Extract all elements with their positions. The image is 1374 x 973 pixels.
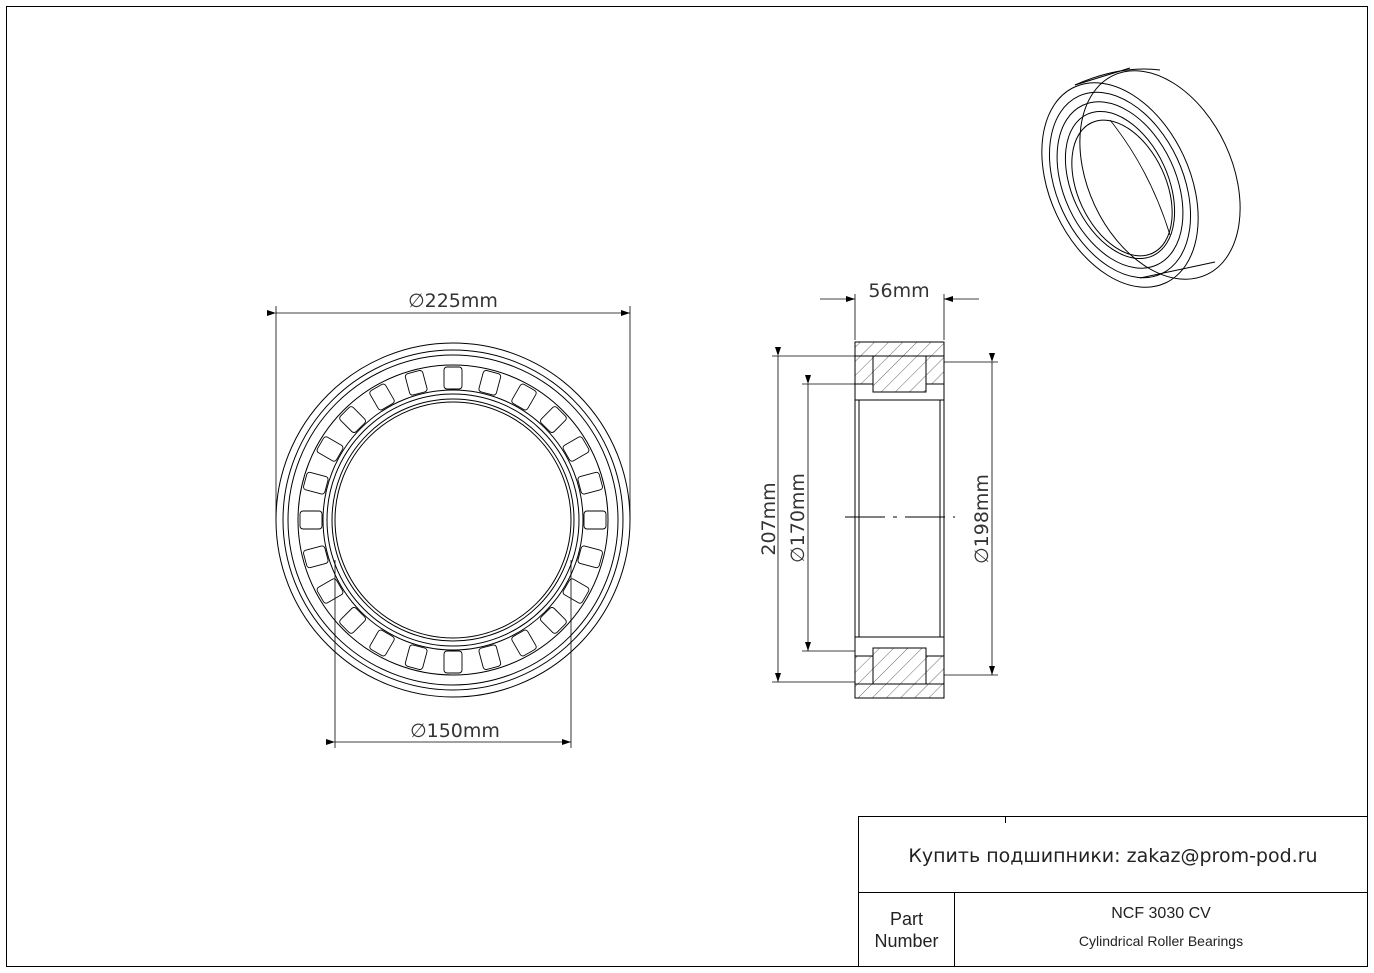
roller xyxy=(316,578,344,604)
roller xyxy=(562,436,590,462)
section-view xyxy=(845,341,955,699)
bore-circle xyxy=(334,401,572,639)
title-block-contact-row: Купить подшипники: zakaz@prom-pod.ru xyxy=(859,817,1367,893)
bottom-roller-section xyxy=(872,647,927,685)
roller xyxy=(577,471,603,495)
title-block-tick xyxy=(1005,817,1006,823)
dim-inner-race-diameter: ∅170mm xyxy=(787,473,809,563)
roller xyxy=(303,471,329,495)
part-label-line1: Part xyxy=(889,909,923,929)
roller xyxy=(540,607,567,634)
drawing-border xyxy=(6,6,1368,967)
roller xyxy=(443,366,463,390)
roller xyxy=(339,406,366,433)
roller xyxy=(478,644,502,670)
roller-set xyxy=(299,366,607,674)
part-label-line2: Number xyxy=(874,931,939,951)
dim-width: 56mm xyxy=(868,280,929,302)
roller xyxy=(511,629,537,657)
title-block: Купить подшипники: zakaz@prom-pod.ru Par… xyxy=(858,816,1368,967)
dim-roller-pitch-diameter: ∅198mm xyxy=(971,474,993,564)
roller xyxy=(540,406,567,433)
roller xyxy=(404,644,428,670)
part-number-value: NCF 3030 CV xyxy=(1111,905,1211,922)
roller xyxy=(369,629,395,657)
top-roller-section xyxy=(872,355,927,393)
dim-outer-diameter: ∅225mm xyxy=(408,290,498,312)
roller xyxy=(299,510,323,530)
roller xyxy=(303,545,329,569)
isometric-view xyxy=(1041,67,1241,288)
front-dimensions xyxy=(267,306,631,748)
roller xyxy=(562,578,590,604)
front-view xyxy=(275,342,631,698)
section-dimensions xyxy=(772,294,998,683)
part-number-label: Part Number xyxy=(859,893,955,967)
roller xyxy=(369,383,395,411)
iso-outer-face xyxy=(1041,82,1199,288)
part-description: Cylindrical Roller Bearings xyxy=(1078,933,1244,949)
iso-bore xyxy=(1071,119,1173,257)
roller xyxy=(404,370,428,396)
roller xyxy=(339,607,366,634)
roller xyxy=(511,383,537,411)
roller xyxy=(478,370,502,396)
dim-bore-diameter: ∅150mm xyxy=(410,720,500,742)
dim-outer-race-shoulder: 207mm xyxy=(758,482,780,555)
outer-ring-outer-circle xyxy=(275,342,631,698)
roller xyxy=(583,510,607,530)
roller xyxy=(577,545,603,569)
roller xyxy=(316,436,344,462)
section-outline xyxy=(854,341,945,699)
roller xyxy=(443,650,463,674)
contact-text: Купить подшипники: zakaz@prom-pod.ru xyxy=(908,845,1318,867)
